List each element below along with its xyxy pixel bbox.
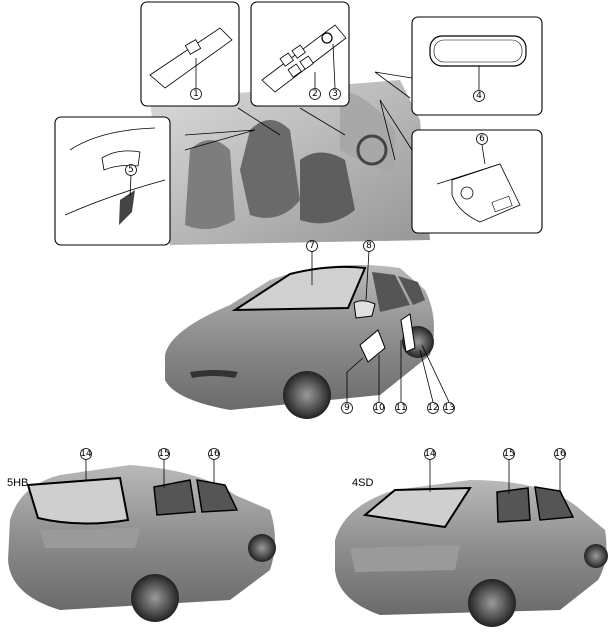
lock-knob [321,32,333,44]
sedan-callouts: 14 15 16 [424,448,566,494]
callout-15-sd: 15 [503,449,514,459]
callout-16-hb: 16 [208,449,220,459]
leader-line-1 [237,107,281,136]
window-switch [184,39,202,55]
leader-line-6 [379,99,413,161]
rear-window-hb [26,476,130,525]
leader-line-2 [299,107,346,136]
door-mirror [353,300,376,319]
rear-wheel-sd [468,579,516,627]
front-wheel-sd [584,544,608,568]
detail-box-2-3: 2 3 [250,1,350,107]
callout-15-hb: 15 [158,449,169,459]
hatchback-callouts: 14 15 16 [80,448,220,488]
callout-1: 1 [193,89,199,99]
interior-view [150,80,430,245]
callout-12: 12 [427,403,438,413]
detail-box-1: 1 [140,1,240,107]
trunk-lid-sd [350,545,460,572]
windshield [231,265,367,312]
front-door-window [372,272,410,312]
callout-4: 4 [476,91,482,101]
callout-7: 7 [309,241,315,251]
driver-seat [240,120,300,218]
variant-label-sedan: 4SD [352,477,373,489]
tailgate-hb [40,528,140,548]
car-rear-view-hatchback [8,465,276,622]
front-wheel-hb [248,534,276,562]
front-wheel [283,371,331,419]
callout-11: 11 [395,403,406,413]
rear-window-sd [362,486,472,529]
door-courtesy-switch [119,190,135,225]
callout-14-hb: 14 [80,449,92,459]
callout-16-sd: 16 [554,449,566,459]
callout-2: 2 [312,89,318,99]
front-grille [190,370,238,378]
callout-5: 5 [128,165,134,175]
rear-door-window [398,276,425,305]
front-callouts: 7 8 9 10 11 12 13 [306,240,455,414]
car-rear-view-sedan [335,480,608,627]
car-front-view [165,264,434,419]
leader-line-5 [184,129,256,151]
quarter-glass-sd [534,486,575,521]
quarter-glass-hb [196,479,239,513]
passenger-seat [300,152,355,224]
callout-14-sd: 14 [424,449,436,459]
rear-door-glass-sd [496,487,531,523]
callout-13: 13 [443,403,454,413]
rear-view-mirror [429,35,527,67]
callout-9: 9 [344,403,350,413]
dashboard [340,90,395,175]
variant-label-hatchback: 5HB [7,477,28,489]
detail-box-6: 6 [411,129,543,234]
detail-box-4: 4 [411,16,543,116]
detail-box-5: 5 [54,116,171,246]
steering-wheel [356,134,388,166]
rear-door-glass-hb [153,479,196,516]
leader-line-4 [374,71,413,99]
callout-6: 6 [479,134,485,144]
callout-10: 10 [373,403,385,413]
rear-seat [185,140,235,229]
callout-8: 8 [366,241,372,251]
rear-wheel-hb [131,574,179,622]
callout-3: 3 [332,89,338,99]
